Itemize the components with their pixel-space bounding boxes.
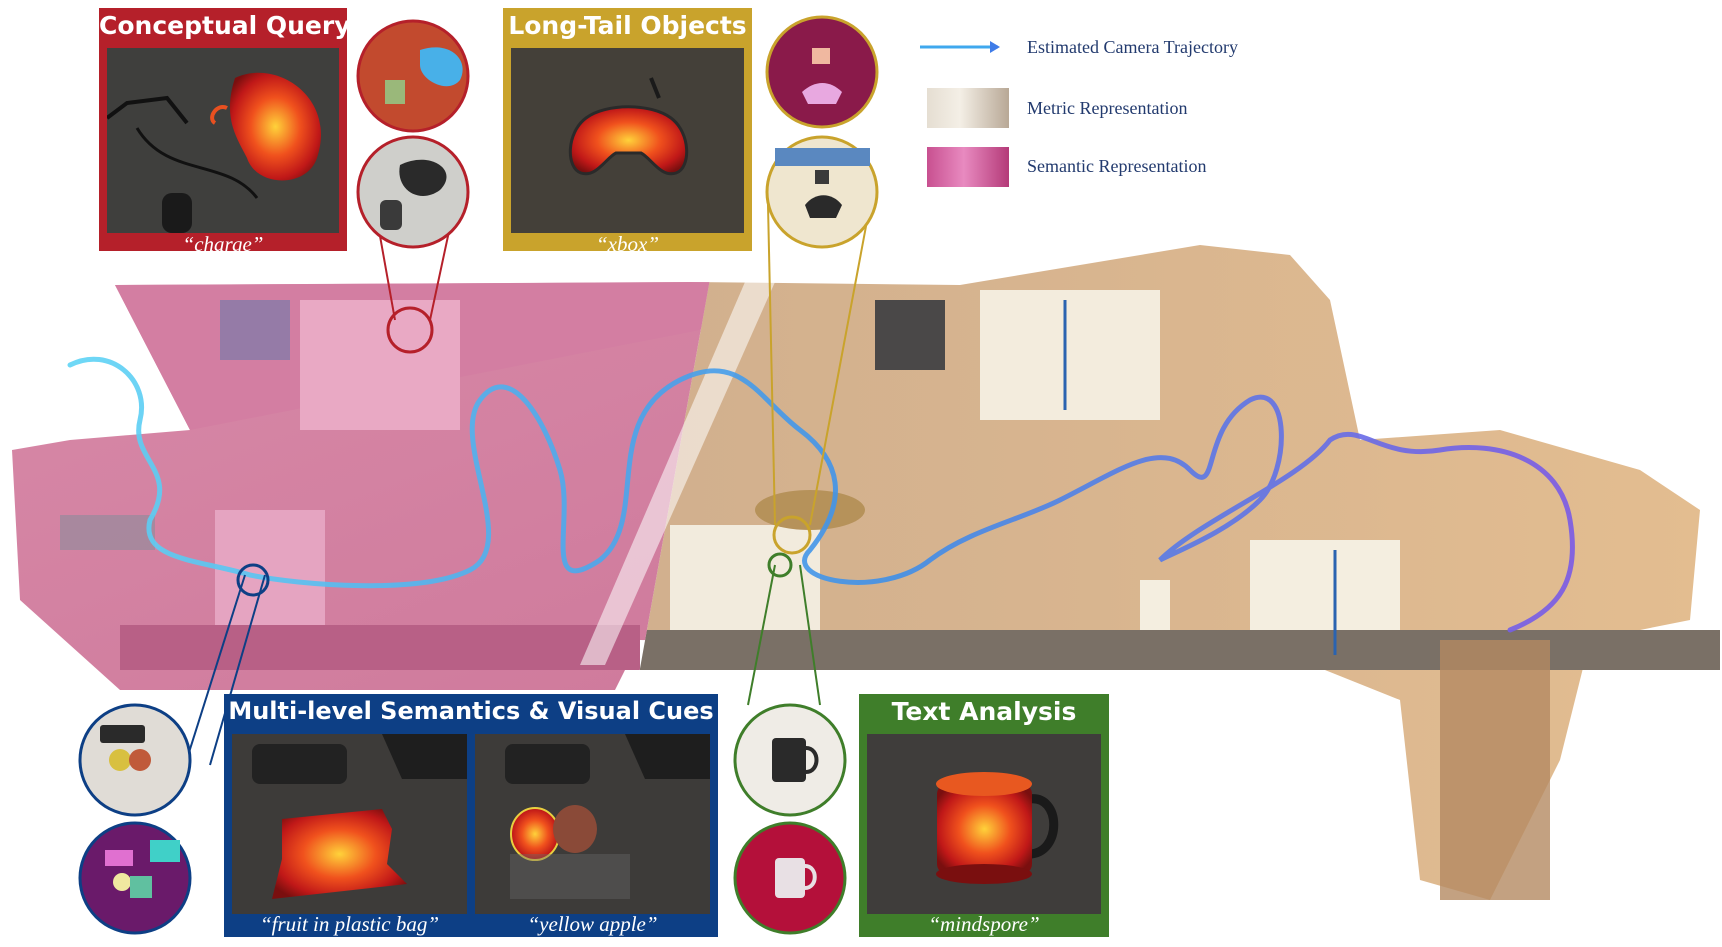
- lens-mug-metric: [733, 703, 847, 817]
- panel-multi-level-semantics: Multi-level Semantics & Visual Cues “fru…: [224, 694, 718, 937]
- heatmap-figure: [505, 734, 710, 899]
- panel-caption-left: “fruit in plastic bag”: [259, 912, 440, 936]
- panel-text-analysis: Text Analysis “mindspore”: [859, 694, 1109, 937]
- panel-image-xbox: [511, 48, 744, 233]
- heatmap-figure: [252, 734, 467, 899]
- panel-image-yellow-apple: [475, 734, 710, 914]
- panel-long-tail-objects: Long-Tail Objects “xbox”: [503, 8, 752, 256]
- panel-caption: “xbox”: [596, 232, 659, 256]
- heatmap-figure: [936, 772, 1059, 884]
- panel-conceptual-query: Conceptual Query “charge”: [99, 8, 351, 256]
- arrow-icon: [990, 41, 1000, 53]
- semantic-swatch: [927, 147, 1009, 187]
- panel-title: Conceptual Query: [99, 11, 351, 40]
- lens-mug-semantic: [733, 821, 847, 935]
- panel-title: Text Analysis: [891, 697, 1077, 726]
- panel-title: Long-Tail Objects: [508, 11, 747, 40]
- lens-fruit-semantic: [78, 821, 192, 935]
- legend-semantic-label: Semantic Representation: [1027, 156, 1207, 176]
- panel-caption: “charge”: [182, 232, 264, 256]
- lens-xbox-metric: [765, 135, 879, 249]
- lens-xbox-semantic: [765, 15, 879, 129]
- panel-title: Multi-level Semantics & Visual Cues: [228, 697, 714, 725]
- legend-metric-label: Metric Representation: [1027, 98, 1188, 118]
- panel-image-mug: [867, 734, 1101, 914]
- lens-charge-semantic: [356, 19, 470, 133]
- panel-image-fruit-bag: [232, 734, 467, 914]
- panel-caption-right: “yellow apple”: [527, 912, 658, 936]
- semantic-map: [12, 245, 760, 900]
- metric-swatch: [927, 88, 1009, 128]
- panel-image-charge: [107, 48, 339, 233]
- panel-caption: “mindspore”: [928, 912, 1040, 936]
- heatmap-figure: [107, 72, 321, 233]
- lens-charge-metric: [356, 135, 470, 249]
- lens-fruit-metric: [78, 703, 192, 817]
- heatmap-figure: [568, 77, 689, 176]
- legend-trajectory-label: Estimated Camera Trajectory: [1027, 37, 1238, 57]
- camera-trajectory: [67, 356, 1575, 633]
